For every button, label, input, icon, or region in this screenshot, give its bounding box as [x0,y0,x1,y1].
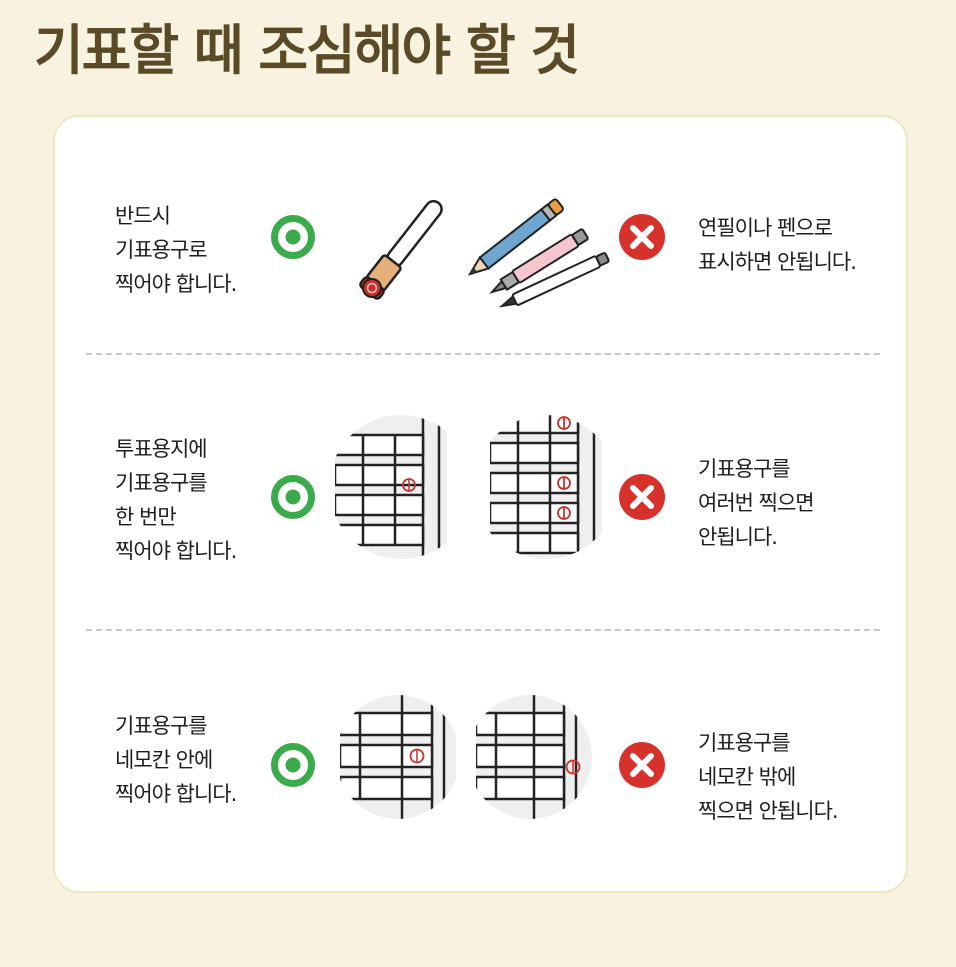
correct-rule-text: 반드시 기표용구로 찍어야 합니다. [115,204,237,296]
row-divider [86,353,880,355]
circle-check-icon [271,215,315,259]
x-icon [619,742,665,788]
x-icon [619,474,665,520]
x-icon [619,214,665,260]
ballot-single-stamp-illustration [335,415,447,559]
wrong-rule-text: 기표용구를 여러번 찍으면 안됩니다. [698,457,815,549]
wrong-rule-text: 연필이나 펜으로 표시하면 안됩니다. [698,216,857,274]
page-title: 기표할 때 조심해야 할 것 [34,19,580,82]
stamp-inside-box-illustration [340,695,456,819]
circle-check-icon [271,475,315,519]
ballot-multiple-stamps-illustration [490,415,602,559]
pencil-and-pens-illustration [467,198,610,308]
ballot-stamp-illustration [359,200,443,300]
row-divider [86,629,880,631]
stamp-outside-box-illustration [476,695,592,819]
wrong-rule-text: 기표용구를 네모칸 밖에 찍으면 안됩니다. [698,731,839,823]
correct-rule-text: 투표용지에 기표용구를 한 번만 찍어야 합니다. [115,437,237,563]
correct-rule-text: 기표용구를 네모칸 안에 찍어야 합니다. [115,714,237,806]
circle-check-icon [271,743,315,787]
